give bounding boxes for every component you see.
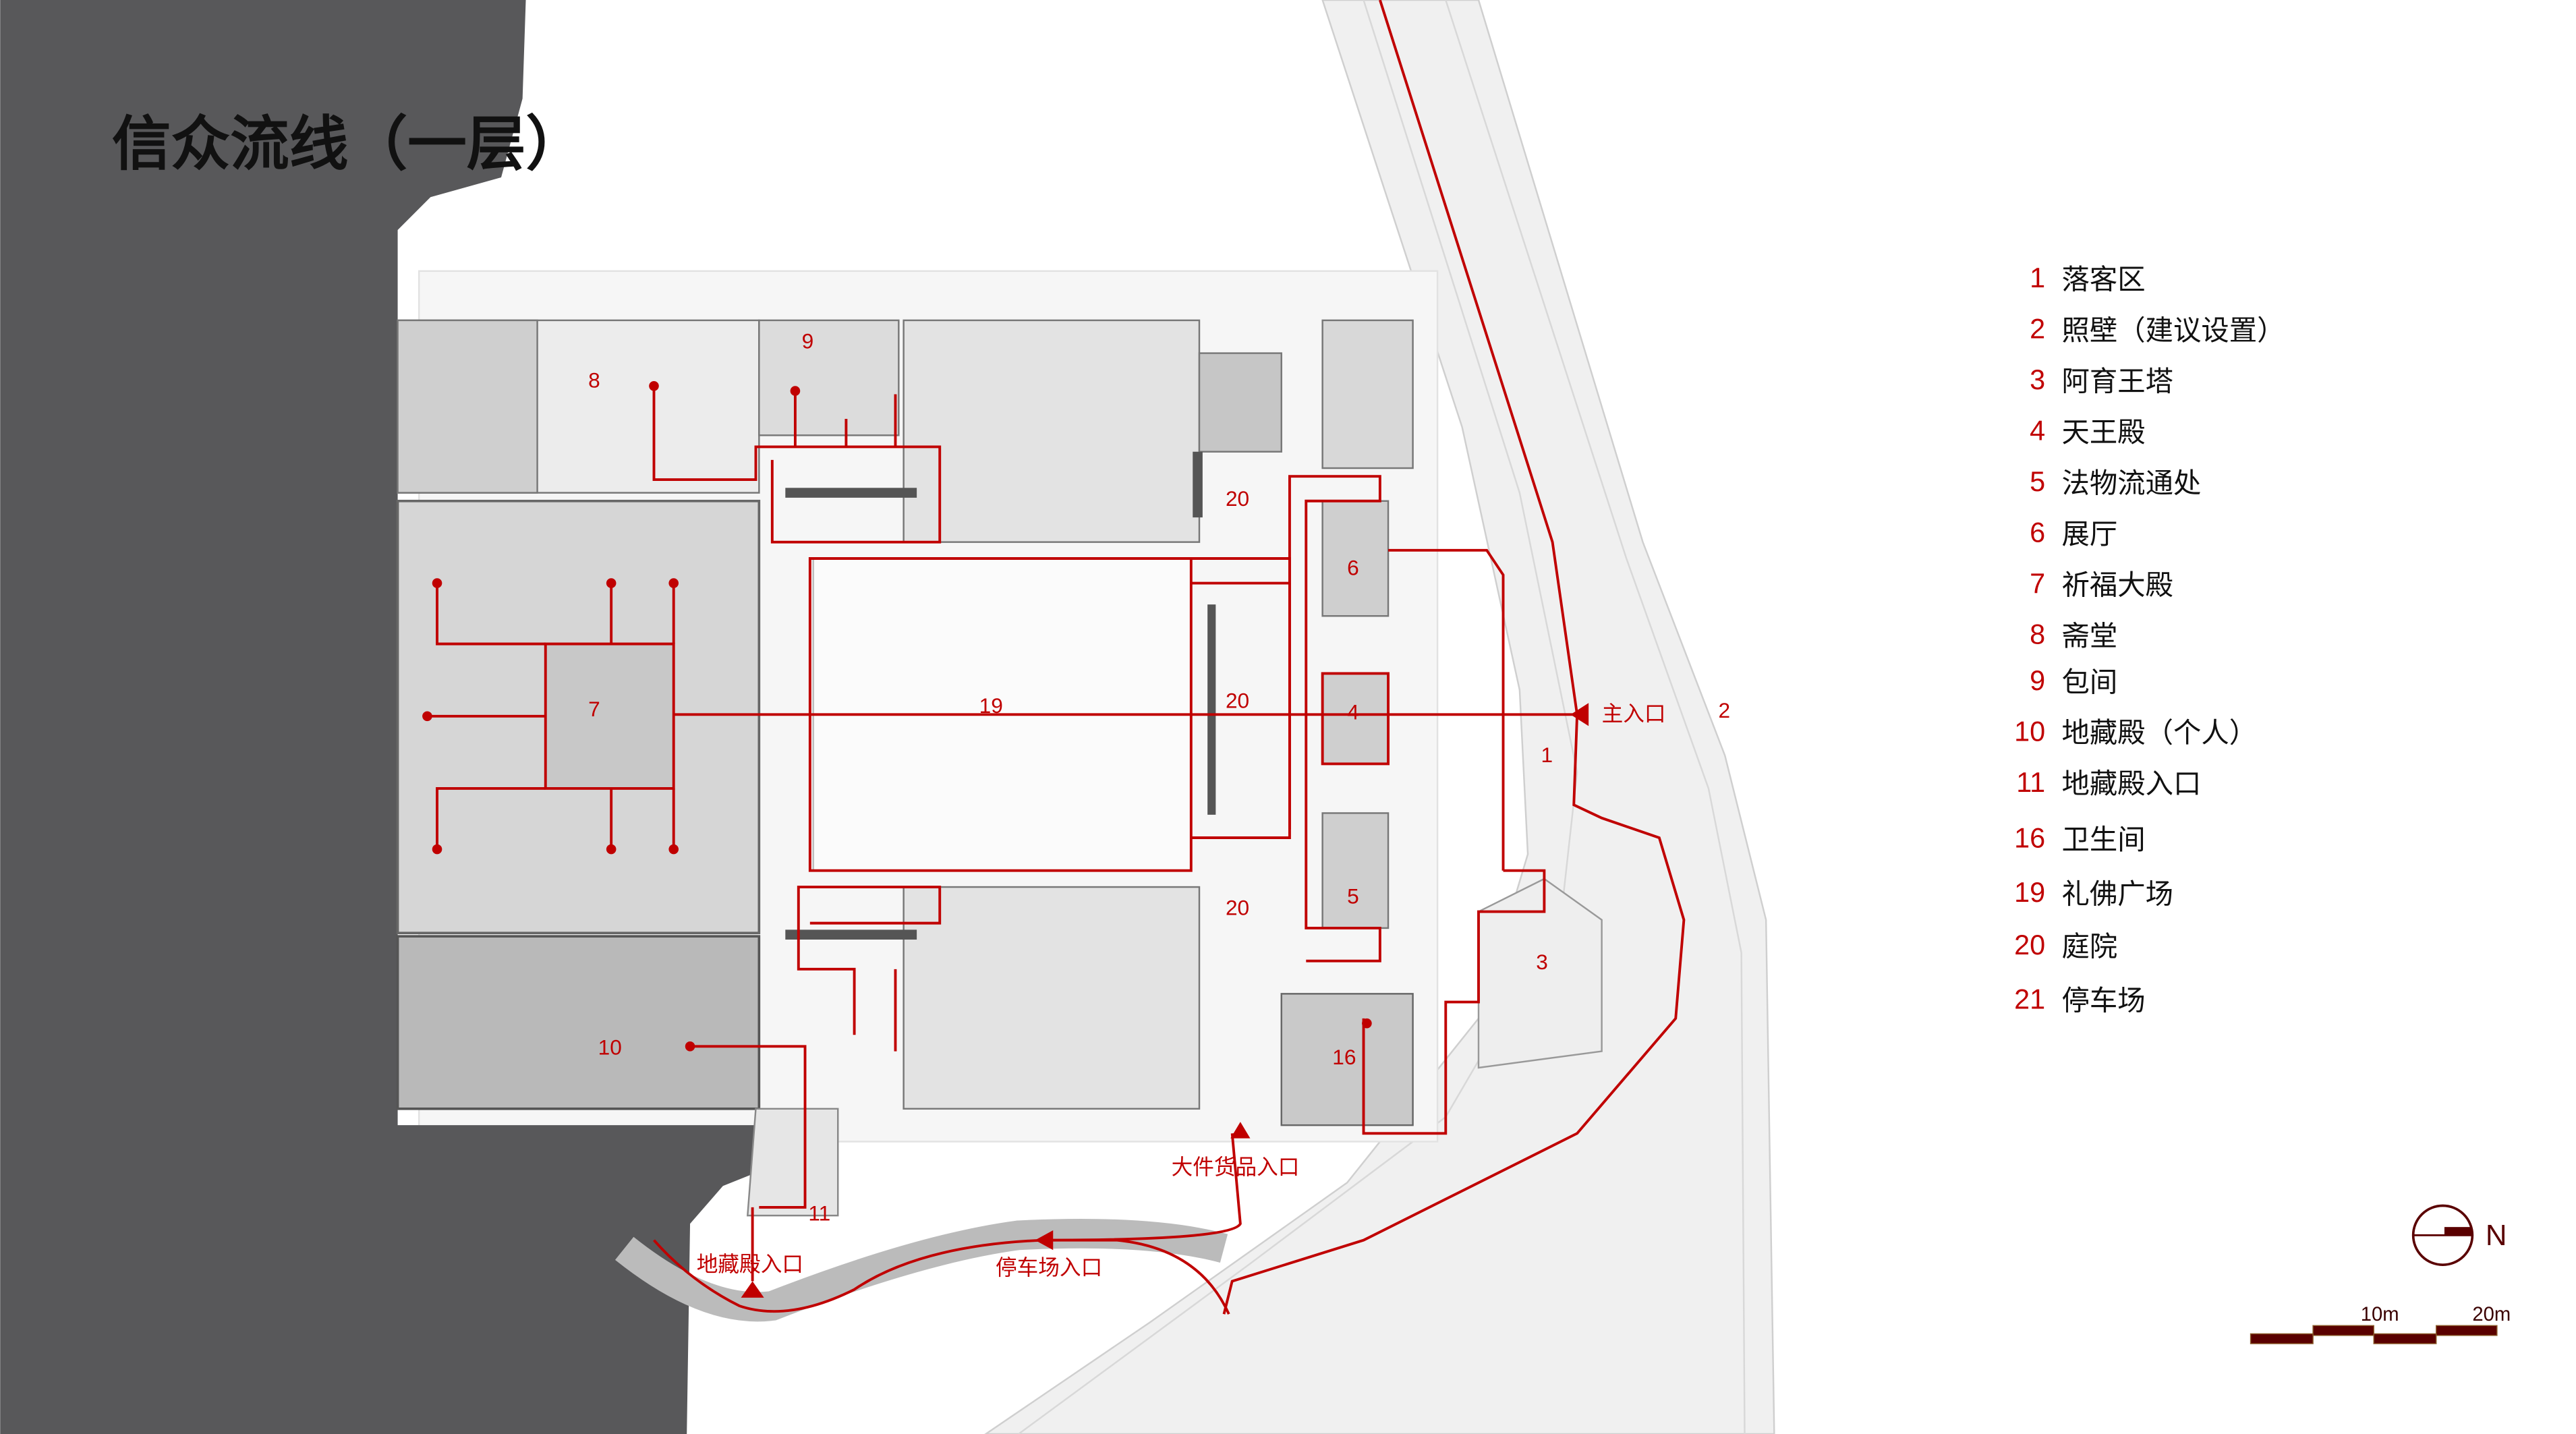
legend-number: 9 [2030,665,2045,696]
cargo-entrance-label: 大件货品入口 [1172,1155,1300,1180]
legend-number: 1 [2030,262,2045,293]
area-label: 4 [1347,700,1359,724]
wall [785,929,917,940]
main-entrance-label: 主入口 [1602,702,1666,726]
pagoda-platform [1477,878,1603,1069]
legend-label: 天王殿 [2062,416,2146,449]
legend-label: 庭院 [2062,930,2118,963]
private-room-block [758,319,900,436]
area-label: 9 [802,328,814,353]
scale-label-10m: 10m [2361,1304,2399,1325]
blessing-hall-core [544,643,675,790]
scale-label-20m: 20m [2472,1304,2511,1325]
cargo-entrance-arrow [1230,1122,1251,1139]
kitchen-block [397,319,538,494]
main-entrance-arrow [1570,703,1589,726]
area-label: 2 [1719,698,1731,722]
legend-number: 3 [2030,364,2045,395]
scale-bar [2250,1325,2498,1344]
parking-entrance-label: 停车场入口 [996,1256,1102,1280]
area-label: 3 [1536,950,1548,974]
parking-entrance-arrow [1035,1230,1054,1251]
pilgrim-route [427,0,1686,1315]
legend-label: 停车场 [2062,985,2146,1017]
wall [1193,451,1203,518]
area-label: 7 [588,697,600,721]
legend-label: 祈福大殿 [2062,569,2174,602]
legend-label: 包间 [2062,666,2118,698]
legend-number: 2 [2030,314,2045,345]
north-cell-block [903,319,1201,543]
legend-label: 地藏殿（个人） [2062,717,2258,749]
north-label: N [2486,1219,2507,1252]
toilet-block [1280,993,1414,1126]
area-label: 5 [1347,884,1359,908]
legend-number: 16 [2014,823,2045,854]
area-label: 20 [1226,689,1249,713]
area-label: 19 [979,693,1003,718]
dizang-hall-block [396,935,761,1110]
legend-label: 照壁（建议设置） [2062,314,2285,347]
legend-label: 法物流通处 [2062,467,2202,500]
shop-block [1321,812,1390,929]
road-outer-edge [1445,0,1746,1434]
area-label: 20 [1226,486,1249,511]
stair-block [1198,352,1282,453]
legend-number: 7 [2030,568,2045,599]
legend-label: 礼佛广场 [2062,878,2174,910]
dizang-entrance-arrow [741,1281,764,1298]
exhibition-block [1321,500,1390,617]
area-label: 1 [1541,743,1553,767]
south-cell-block [903,886,1201,1110]
area-label: 11 [808,1201,830,1225]
dizang-entry-path [746,1108,839,1217]
legend-number: 20 [2014,929,2045,960]
legend: 1 落客区 2 照壁（建议设置） 3 阿育王塔 4 天王殿 5 法物流通处 6 展厅 7 祈福大殿 8 斋堂 9… [2014,262,2285,1017]
legend-number: 5 [2030,466,2045,497]
legend-number: 11 [2016,767,2045,798]
legend-number: 8 [2030,619,2045,650]
legend-number: 6 [2030,517,2045,548]
area-label: 16 [1332,1045,1356,1069]
area-label: 8 [588,368,600,393]
north-arrow-icon [2411,1204,2474,1266]
area-label: 20 [1226,895,1249,919]
page-title: 信众流线（一层） [112,109,585,179]
route-markers [422,380,1589,1298]
legend-label: 斋堂 [2062,620,2118,652]
legend-number: 4 [2030,415,2045,447]
walkway [614,1219,1228,1322]
legend-label: 地藏殿入口 [2062,768,2202,800]
dizang-entrance-label: 地藏殿入口 [697,1253,803,1277]
road [984,0,1775,1434]
legend-number: 19 [2014,877,2045,908]
area-label: 10 [598,1035,622,1059]
legend-number: 21 [2014,983,2045,1014]
area-label: 6 [1347,555,1359,579]
legend-label: 阿育王塔 [2062,366,2174,398]
legend-label: 落客区 [2062,264,2146,296]
neighbouring-mass [0,0,764,1434]
legend-label: 卫生间 [2062,824,2146,856]
east-block-north [1321,319,1414,469]
wall [785,488,917,498]
wall [1207,604,1216,815]
legend-number: 10 [2014,716,2045,747]
legend-label: 展厅 [2062,518,2118,550]
